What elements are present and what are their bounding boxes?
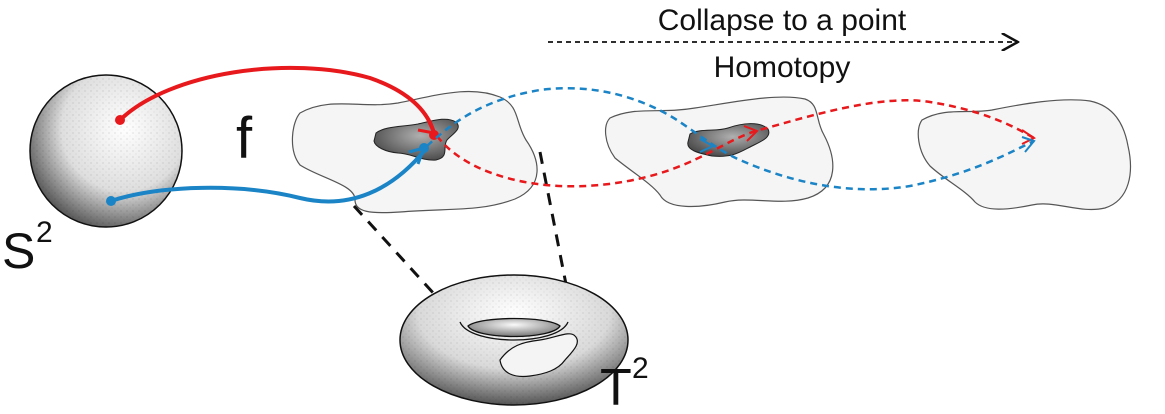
red-path-solid (118, 65, 436, 134)
blue-end-arrow (1021, 136, 1036, 153)
blue-arrow-head (408, 145, 427, 165)
torus-patch (499, 333, 578, 378)
blue-start-dot (106, 196, 116, 206)
blob-3 (917, 99, 1132, 211)
blue-path-solid (110, 148, 427, 204)
torus-label-superscript: 2 (632, 352, 649, 385)
torus (399, 274, 629, 406)
red-arrow-head (417, 119, 437, 136)
sphere (29, 74, 183, 228)
blob-2 (605, 96, 834, 208)
sphere-label-superscript: 2 (36, 216, 53, 249)
homotopy-label: Homotopy (714, 51, 851, 84)
blue-mid-arrow (699, 138, 716, 153)
red-start-dot (115, 115, 125, 125)
map-label: f (236, 106, 253, 171)
blob-1 (291, 90, 538, 214)
sphere-label: S (2, 223, 35, 279)
red-mid-arrow (743, 125, 759, 142)
red-end-arrow (1021, 129, 1036, 145)
torus-label: T (600, 359, 632, 414)
collapse-label: Collapse to a point (658, 4, 907, 37)
